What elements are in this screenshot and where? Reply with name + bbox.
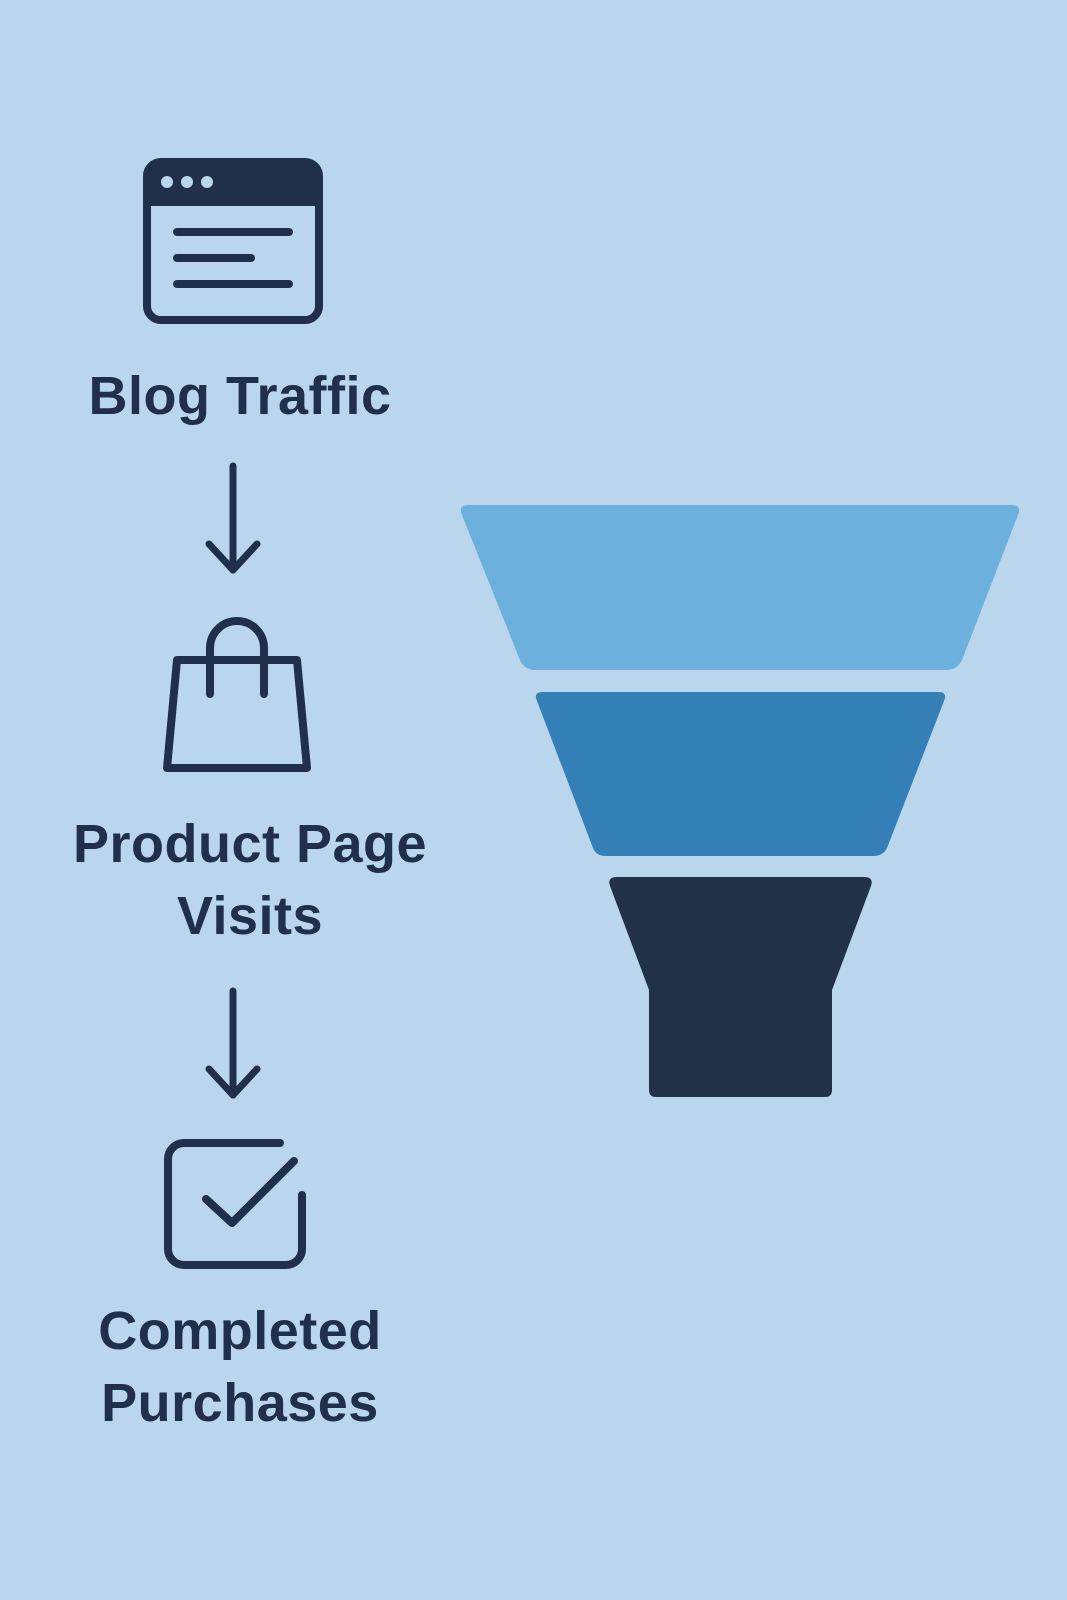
funnel-stage-2 — [535, 692, 946, 856]
arrow-down-icon — [203, 460, 263, 580]
step-label-line1: Completed — [98, 1301, 382, 1361]
step-label-line2: Purchases — [101, 1373, 379, 1433]
step-label-completed-purchases: Completed Purchases — [20, 1295, 460, 1439]
checkbox-check-icon — [162, 1135, 312, 1275]
step-label-product-page-visits: Product Page Visits — [20, 808, 480, 952]
step-label-line2: Visits — [176, 886, 324, 946]
arrow-down-icon — [203, 985, 263, 1105]
shopping-bag-icon — [162, 612, 312, 778]
step-label-blog-traffic: Blog Traffic — [88, 366, 392, 426]
funnel-stage-1 — [460, 505, 1020, 670]
browser-window-icon — [143, 158, 323, 324]
funnel-stage-3 — [609, 877, 872, 1097]
step-label-line1: Product Page — [72, 814, 428, 874]
